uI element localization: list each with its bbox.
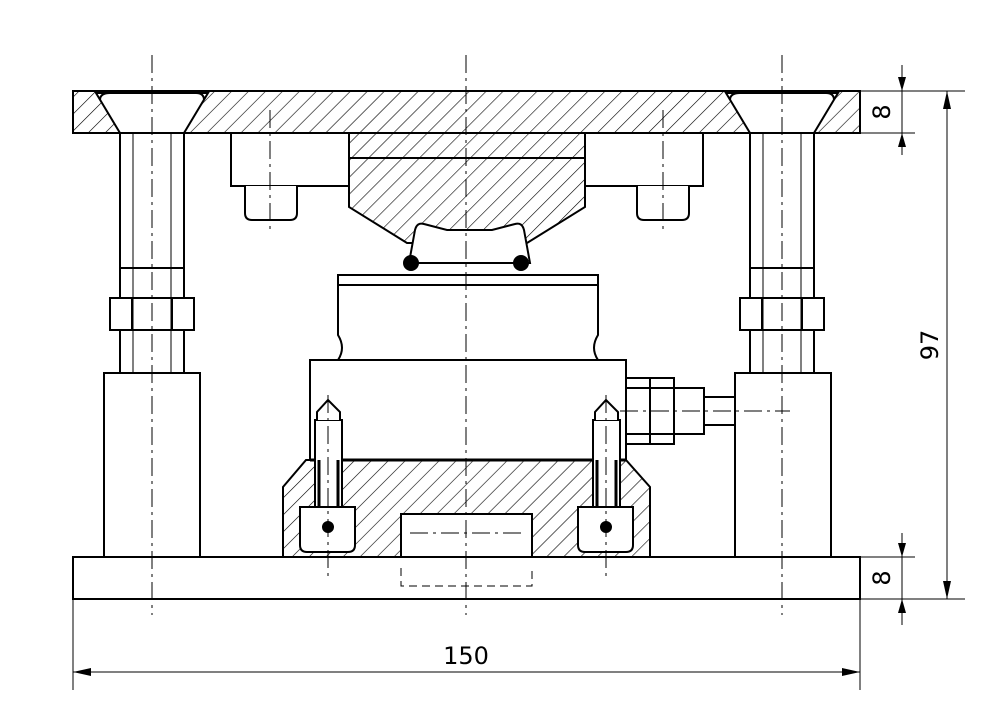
hidden-lines xyxy=(400,568,533,587)
dimension-top-thickness-label: 8 xyxy=(868,104,896,119)
load-cell-top xyxy=(336,274,600,361)
rocker-pin xyxy=(403,222,532,271)
dimension-width-label: 150 xyxy=(443,642,489,670)
dimension-height-label: 97 xyxy=(916,330,944,361)
dimension-base-thickness-label: 8 xyxy=(868,570,896,585)
center-lines xyxy=(151,55,790,615)
dimension-arrows xyxy=(73,77,951,676)
column-right xyxy=(734,132,832,558)
load-cell-body xyxy=(309,359,627,462)
upper-block-right xyxy=(584,132,704,221)
upper-block-left xyxy=(230,132,350,221)
